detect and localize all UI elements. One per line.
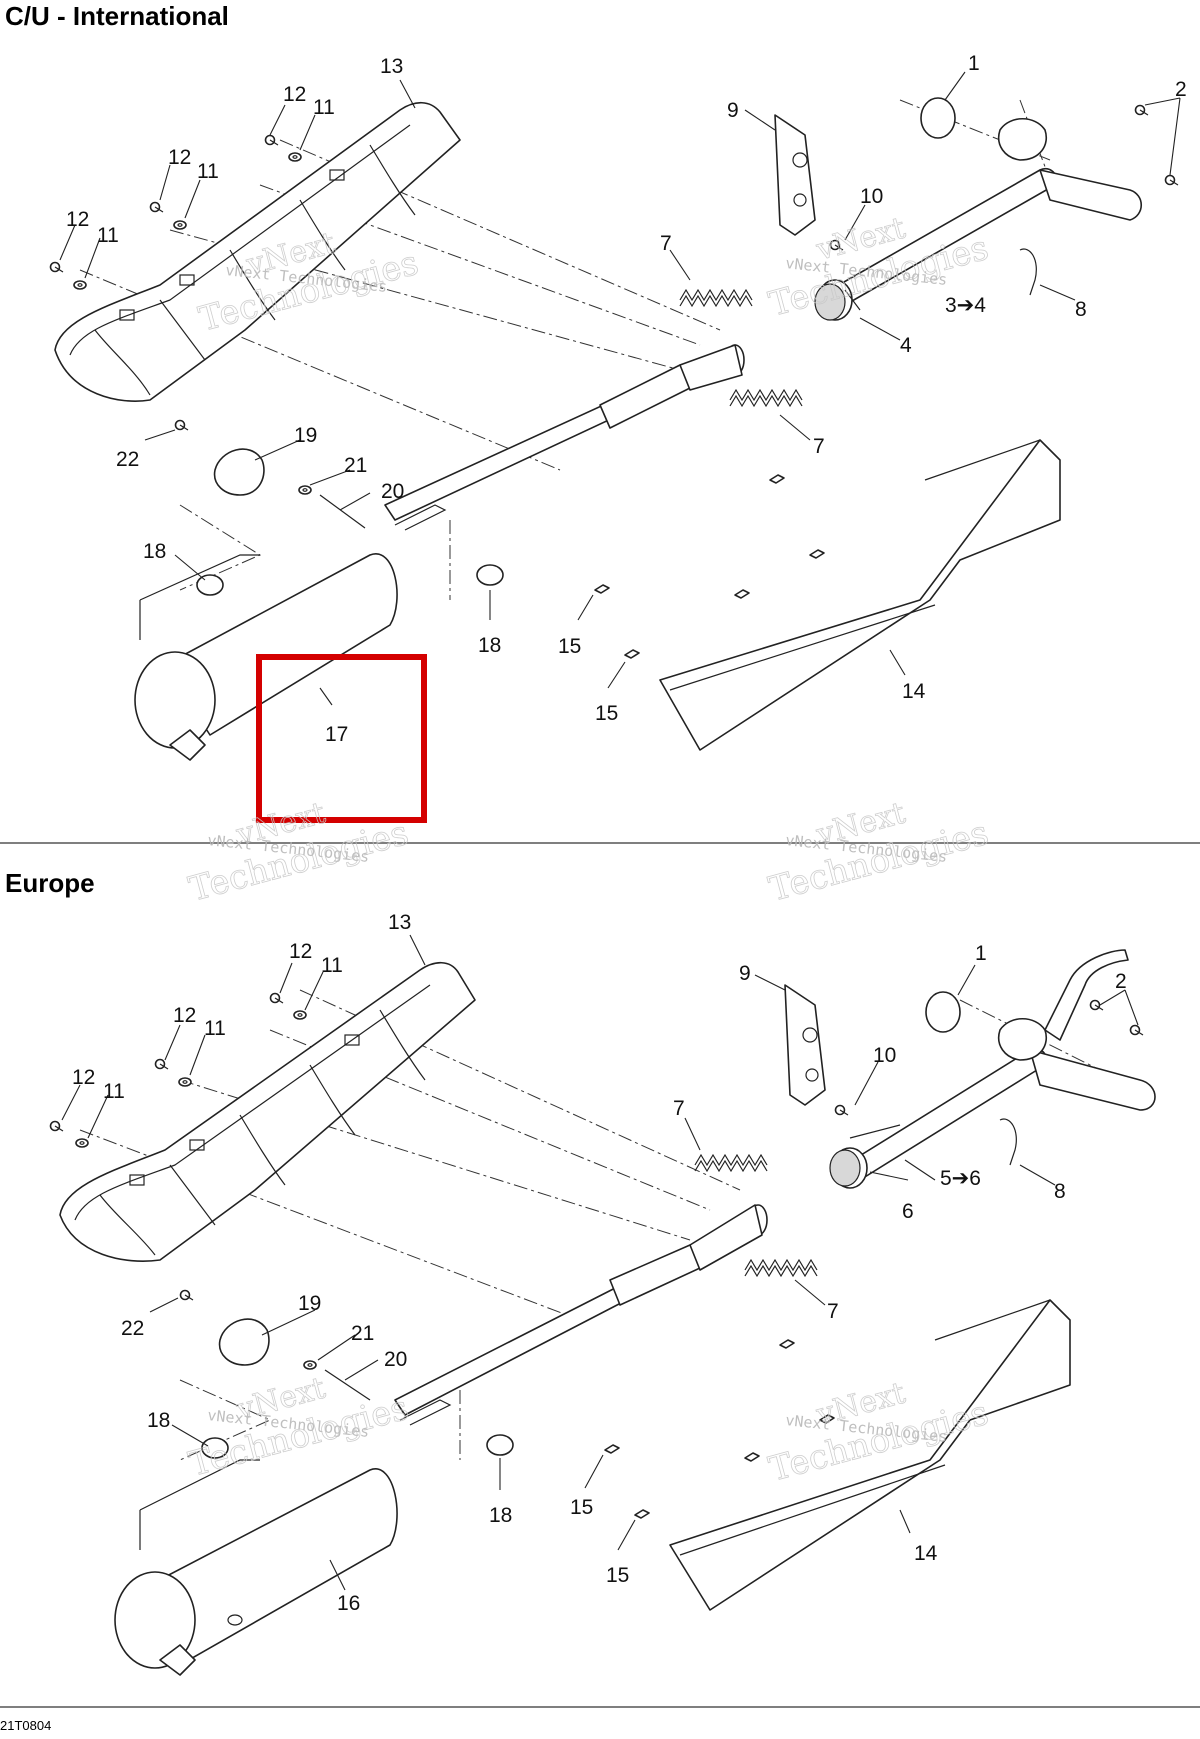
- callout-13: 13: [380, 55, 403, 78]
- callout-12a: 12: [283, 83, 306, 106]
- callouts-cu-international: 1 2 3➔4 4 7 7 8 9 10 11 11 11 12 12 12 1…: [66, 52, 1187, 746]
- callout-9: 9: [727, 99, 739, 122]
- callout-22: 22: [116, 448, 139, 471]
- callout-20: 20: [381, 480, 404, 503]
- callout-19: 19: [294, 424, 317, 447]
- callout-7a: 7: [660, 232, 672, 255]
- callout-11c: 11: [97, 224, 119, 247]
- callout-12a-eu: 12: [289, 940, 312, 963]
- muffler-upper: [134, 504, 447, 761]
- clamp-4-upper: [814, 283, 861, 321]
- hose-8-europe: [999, 1118, 1017, 1166]
- callout-11a-eu: 11: [321, 954, 343, 977]
- callout-20-eu: 20: [384, 1348, 407, 1371]
- callout-4: 4: [900, 334, 912, 357]
- heat-shield-lower-europe: [669, 1299, 1071, 1611]
- callout-7b-eu: 7: [827, 1300, 839, 1323]
- callout-15a: 15: [558, 635, 581, 658]
- callout-18a: 18: [143, 540, 166, 563]
- callout-21: 21: [344, 454, 367, 477]
- grommet-18b-upper: [476, 564, 504, 586]
- callout-17: 17: [325, 723, 348, 746]
- callout-19-eu: 19: [298, 1292, 321, 1315]
- leader-lines: [59, 71, 1181, 1591]
- highlight-box: [256, 654, 427, 823]
- callout-2: 2: [1175, 78, 1187, 101]
- callout-14: 14: [902, 680, 926, 703]
- heat-shield-upper: [54, 101, 461, 402]
- gasket-1-europe: [925, 991, 961, 1033]
- bracket-19-europe: [218, 1318, 270, 1366]
- callout-21-eu: 21: [351, 1322, 374, 1345]
- callout-18b: 18: [478, 634, 501, 657]
- callout-1-eu: 1: [975, 942, 987, 965]
- callout-1: 1: [968, 52, 980, 75]
- callout-12c: 12: [66, 208, 89, 231]
- section-title-cu-international: C/U - International: [5, 1, 229, 31]
- grommet-18a-upper: [196, 574, 224, 596]
- callout-11b: 11: [197, 160, 219, 183]
- callout-12b: 12: [168, 146, 191, 169]
- header-pipe-europe: [784, 949, 1156, 1189]
- callout-11b-eu: 11: [204, 1017, 226, 1040]
- callout-11a: 11: [313, 96, 335, 119]
- gasket-1-upper: [920, 97, 956, 139]
- callout-6-eu: 6: [902, 1200, 914, 1223]
- callout-10-eu: 10: [873, 1044, 896, 1067]
- bracket-9-europe: [784, 984, 826, 1106]
- callout-14-eu: 14: [914, 1542, 938, 1565]
- grommet-18b-europe: [486, 1434, 514, 1456]
- callout-22-eu: 22: [121, 1317, 144, 1340]
- callout-8: 8: [1075, 298, 1087, 321]
- callout-8-eu: 8: [1054, 1180, 1066, 1203]
- callout-7a-eu: 7: [673, 1097, 685, 1120]
- callout-10: 10: [860, 185, 883, 208]
- section-title-europe: Europe: [5, 868, 95, 898]
- bracket-9-upper: [774, 114, 816, 236]
- callout-15a-eu: 15: [570, 1496, 593, 1519]
- heat-shield-lower-upper: [659, 439, 1061, 751]
- callout-5-6-eu: 5➔6: [940, 1167, 981, 1190]
- callout-18a-eu: 18: [147, 1409, 170, 1432]
- callout-12b-eu: 12: [173, 1004, 196, 1027]
- callout-11c-eu: 11: [103, 1080, 125, 1103]
- callout-2-eu: 2: [1115, 970, 1127, 993]
- callout-18b-eu: 18: [489, 1504, 512, 1527]
- silencer-6-europe: [829, 1149, 861, 1187]
- bolt-20-europe: [324, 1369, 371, 1401]
- grommet-18a-europe: [201, 1437, 229, 1459]
- muffler-europe: [114, 1399, 452, 1676]
- callout-7b: 7: [813, 435, 825, 458]
- bolt-20-upper: [319, 494, 366, 529]
- bracket-19-upper: [213, 448, 265, 496]
- hose-8-upper: [1019, 248, 1037, 296]
- callout-12c-eu: 12: [72, 1066, 95, 1089]
- exhaust-pipe-europe: [394, 1204, 768, 1416]
- callout-3-4: 3➔4: [945, 294, 986, 317]
- exhaust-pipe-upper: [384, 344, 745, 521]
- callout-9-eu: 9: [739, 962, 751, 985]
- callout-13-eu: 13: [388, 911, 411, 934]
- heat-shield-upper-europe: [59, 961, 476, 1262]
- callout-15b: 15: [595, 702, 618, 725]
- callout-15b-eu: 15: [606, 1564, 629, 1587]
- diagram-section-europe: [49, 949, 1156, 1676]
- callouts-europe: 1 2 5➔6 6 7 7 8 9 10 11 11 11 12 12 12 1…: [72, 911, 1127, 1615]
- callout-16-eu: 16: [337, 1592, 360, 1615]
- reference-code: 21T0804: [0, 1718, 52, 1733]
- diagram-section-cu-international: [49, 97, 1179, 761]
